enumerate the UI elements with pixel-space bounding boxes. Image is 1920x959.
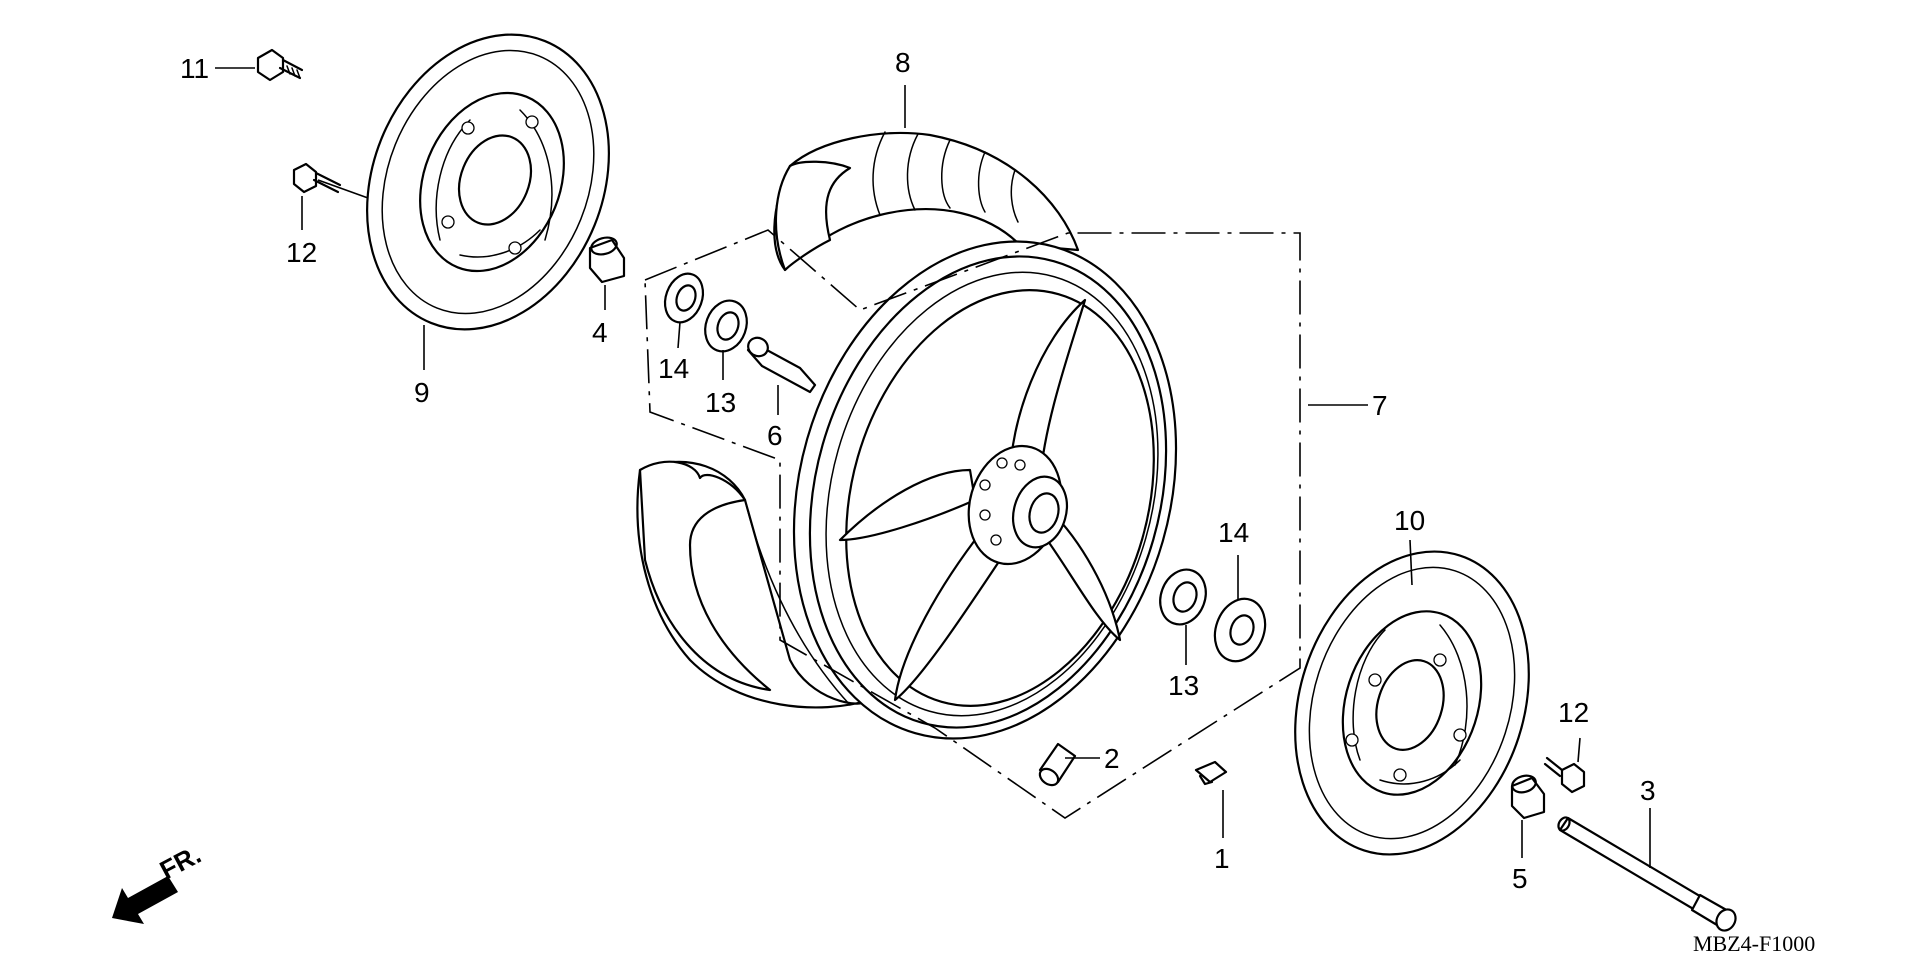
diagram-code: MBZ4-F1000 [1693,931,1815,956]
callout-11: 11 [180,53,209,84]
front-arrow-icon [112,876,178,924]
callout-9: 9 [414,377,430,408]
brake-disc-right-part-10 [1294,550,1530,856]
front-direction-indicator: FR. [112,839,206,924]
balance-weight-part-1 [1194,760,1228,786]
callout-14-left: 14 [658,353,689,384]
side-collar-part-5 [1510,774,1546,820]
assembly-outline-part-7 [644,229,1301,819]
air-valve-part-2 [1038,742,1077,787]
bearing-part-13-left [704,299,748,353]
brake-disc-left-part-9 [366,33,610,331]
callout-7: 7 [1372,390,1388,421]
distance-collar-part-6 [746,336,817,394]
wheel-rim-part-7 [792,240,1178,740]
tire-part-8 [636,131,1080,709]
callout-8: 8 [895,47,911,78]
callout-13-left: 13 [705,387,736,418]
disc-bolt-part-11 [256,48,304,82]
callout-12-right: 12 [1558,697,1589,728]
leader-lines [215,67,1651,868]
callout-5: 5 [1512,863,1528,894]
callout-2: 2 [1104,743,1120,774]
callout-labels: 11 12 9 4 14 13 6 8 7 10 14 13 2 1 12 5 … [180,47,1656,894]
callout-6: 6 [767,420,783,451]
bearing-part-13-right [1159,568,1207,626]
callout-4: 4 [592,317,608,348]
front-axle-part-3 [1557,816,1737,932]
callout-13-right: 13 [1168,670,1199,701]
dust-seal-part-14-right [1213,597,1267,663]
side-collar-part-4 [588,236,626,284]
front-direction-label: FR. [155,839,206,885]
callout-1: 1 [1214,843,1230,874]
callout-12-left: 12 [286,237,317,268]
callout-10: 10 [1394,505,1425,536]
callout-3: 3 [1640,775,1656,806]
dust-seal-part-14-left [663,272,705,324]
disc-bolt-part-12-left [292,162,342,194]
disc-bolt-part-12-right [1543,756,1586,794]
callout-14-right: 14 [1218,517,1249,548]
